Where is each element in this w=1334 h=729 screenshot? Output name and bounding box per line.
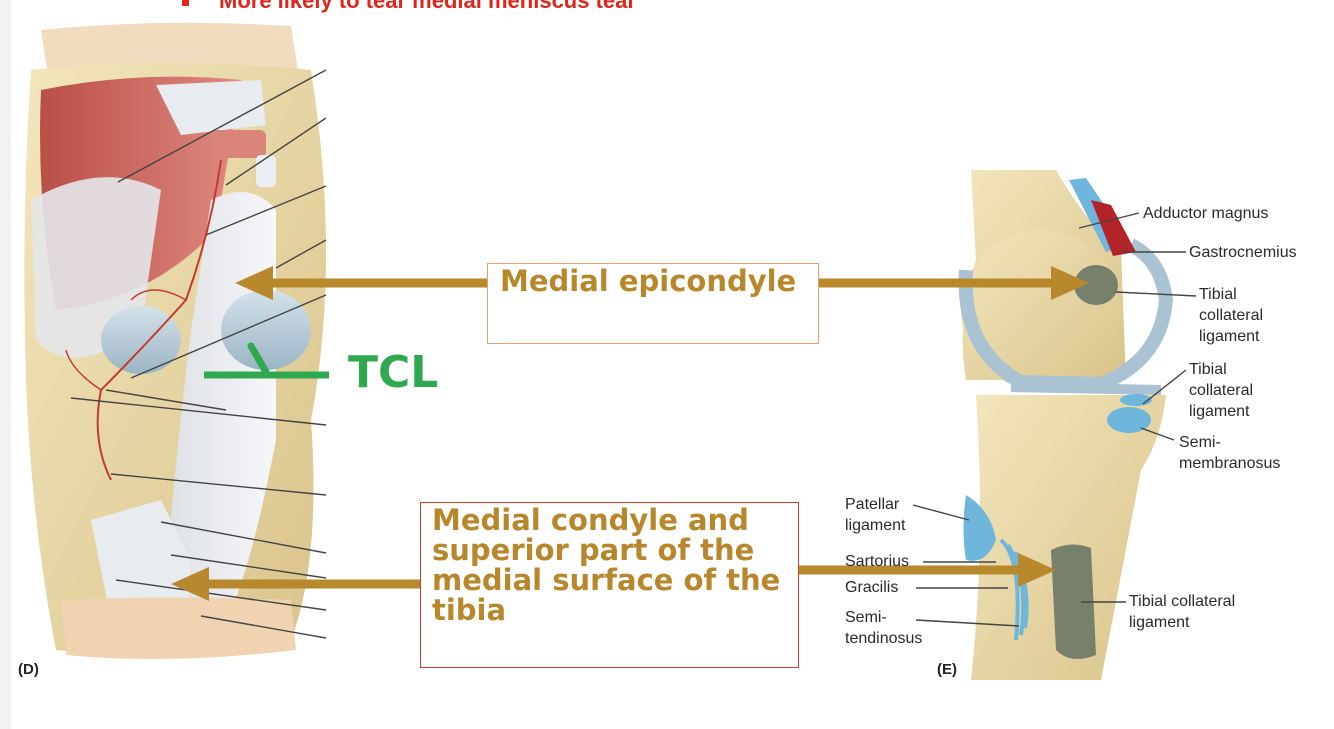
label-tcl-upper-line-1: Tibial [1199,286,1237,303]
label-sartorius: Sartorius [845,553,910,570]
epicondyle-arrow-right [819,266,1089,300]
label-semimembranosus-line-2: membranosus [1179,455,1281,472]
label-tcl-upper-line-3: ligament [1199,328,1260,345]
label-gracilis: Gracilis [845,579,899,596]
figure-e-label: (E) [937,661,957,678]
patellar-ligament-insertion [963,495,996,561]
epicondyle-arrow-left [235,266,487,300]
label-semimembranosus-line-1: Semi- [1179,434,1221,451]
condyle-line-1: Medial condyle and [432,503,749,537]
condyle-callout-text: Medial condyle and superior part of the … [432,505,792,625]
adductor-tendon [156,80,266,135]
leader-lines-e [912,212,1197,627]
shin-skin-band [61,597,296,659]
label-tcl-middle-line-1: Tibial [1189,361,1227,378]
condyle-line-4: tibia [432,593,507,627]
label-patellar-ligament-line-2: ligament [845,517,906,534]
label-tcl-middle-line-2: collateral [1189,382,1254,399]
anatomy-illustration [24,22,1197,680]
figure-e-knee [912,170,1197,680]
genicular-artery [96,159,222,481]
figure-d-label: (D) [18,661,39,678]
tendon-cut-end [256,155,276,187]
tcl-marker [204,342,329,379]
label-gastrocnemius: Gastrocnemius [1189,244,1297,261]
label-tcl-upper-line-2: collateral [1199,307,1264,324]
tcl-lower-attachment [1051,544,1096,659]
label-tcl-lower: Tibial collateral ligament [1129,591,1235,633]
tibia-shaft [971,395,1166,680]
condyle-arrow-right [799,553,1056,587]
figure-d-knee [24,22,327,659]
femoral-cartilage [958,238,1174,392]
label-tcl-lower-line-1: Tibial collateral [1129,593,1236,610]
top-bullet: More likely to tear medial meniscus tear [182,0,636,14]
tcl-upper-attachment [1074,265,1118,305]
label-semitendinosus-line-1: Semi- [845,609,887,626]
leader-lines-d [70,69,327,639]
label-patellar-ligament-line-1: Patellar [845,496,900,513]
label-semimembranosus: Semi- membranosus [1179,432,1280,474]
tibial-plateau-cartilage [1010,382,1162,395]
condyle-arrow-left [171,567,420,601]
slide: More likely to tear medial meniscus tear [11,0,1334,729]
label-semitendinosus-line-2: tendinosus [845,630,923,647]
label-tcl-upper: Tibial collateral ligament [1199,284,1263,347]
label-semitendinosus: Semi- tendinosus [845,607,922,649]
condyle-callout-box [420,502,799,668]
label-adductor-magnus: Adductor magnus [1143,205,1269,222]
condyle-line-2: superior part of the [432,533,755,567]
epicondyle-callout-box [487,263,819,344]
tcl-label: TCL [348,347,439,398]
bullet-marker-icon [182,0,189,6]
femoral-condyle [961,230,1121,390]
adductor-stump [211,130,266,158]
pes-anserinus [91,500,191,620]
label-tcl-middle: Tibial collateral ligament [1189,359,1253,422]
bullet-text: More likely to tear medial meniscus tear [219,0,636,13]
genicular-artery-branch [65,289,187,391]
label-tcl-lower-line-2: ligament [1129,614,1190,631]
label-tcl-middle-line-3: ligament [1189,403,1250,420]
label-patellar-ligament: Patellar ligament [845,494,905,536]
epicondyle-callout-text: Medial epicondyle [500,264,797,298]
gastrocnemius-origin [1091,200,1136,256]
semimembranosus-insertion [1107,407,1151,433]
medial-femoral-condyle-cartilage [101,306,181,374]
medial-meniscus [221,290,311,370]
condyle-line-3: medial surface of the [432,563,781,597]
